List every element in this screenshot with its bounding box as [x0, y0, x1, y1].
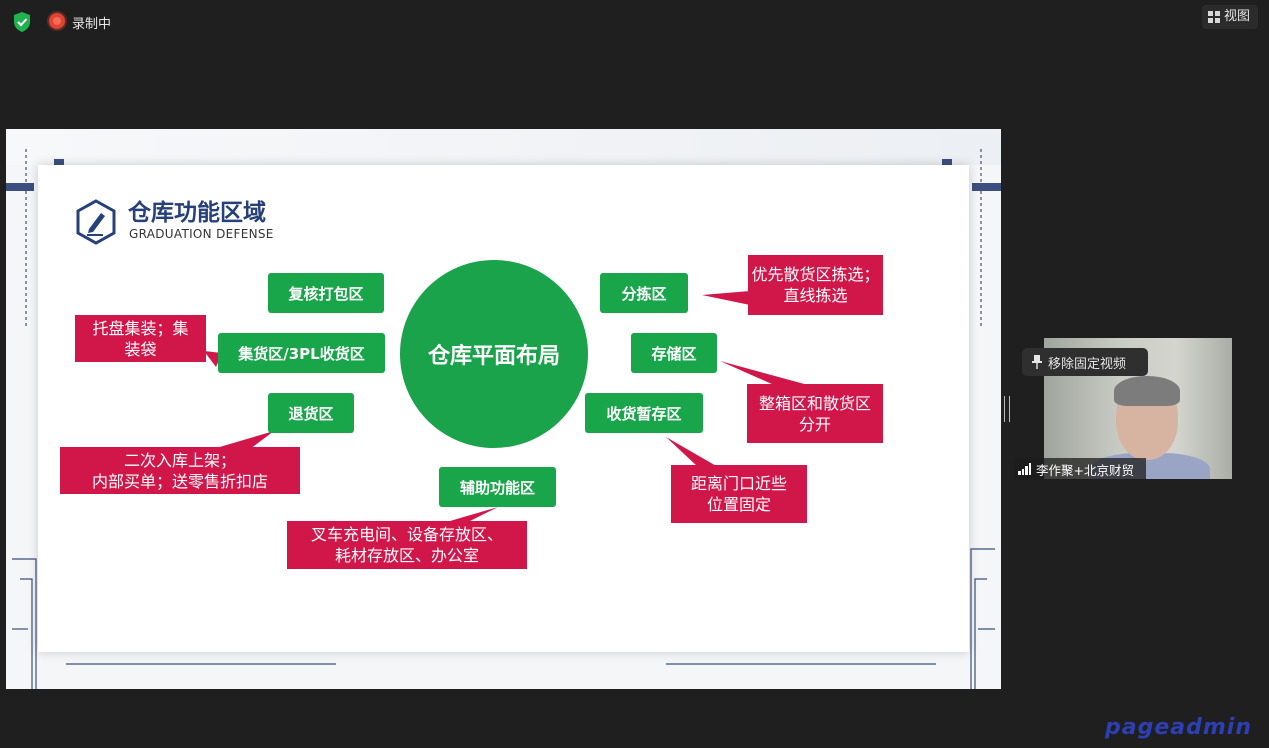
- zone-returns: 退货区: [268, 393, 354, 433]
- recording-status[interactable]: 录制中: [72, 17, 112, 32]
- participant-name: 李作聚+北京财贸: [1036, 462, 1134, 478]
- circuit-decoration: [6, 149, 1001, 689]
- participant-name-bar: 李作聚+北京财贸: [1014, 458, 1146, 480]
- note-line: 耗材存放区、办公室: [334, 546, 479, 565]
- shield-check-icon[interactable]: [12, 11, 32, 33]
- warehouse-layout-hub: 仓库平面布局: [400, 260, 588, 448]
- zone-consolidation: 集货区/3PL收货区: [218, 333, 385, 373]
- zone-review-pack: 复核打包区: [268, 273, 384, 313]
- view-button[interactable]: 视图: [1202, 5, 1258, 29]
- presentation-slide: 仓库功能区域 GRADUATION DEFENSE 仓库平面布局 复核打包区 集…: [38, 165, 969, 652]
- note-line: 位置固定: [706, 495, 771, 514]
- note-line: 整箱区和散货区: [758, 393, 871, 413]
- pin-icon: [1032, 355, 1042, 369]
- note-line: 二次入库上架；: [123, 450, 236, 470]
- pointer-picking: [702, 291, 750, 305]
- slide-title: 仓库功能区域: [128, 200, 266, 226]
- participant-hair: [1114, 376, 1180, 406]
- note-staging: 距离门口近些 位置固定: [671, 465, 807, 523]
- shared-screen: 仓库功能区域 GRADUATION DEFENSE 仓库平面布局 复核打包区 集…: [6, 129, 1001, 689]
- pencil-hexagon-icon: [76, 199, 116, 245]
- view-button-label: 视图: [1224, 9, 1251, 24]
- note-line: 托盘集装；集: [92, 318, 189, 338]
- recording-icon[interactable]: [49, 13, 65, 29]
- signal-strength-icon: [1018, 463, 1032, 475]
- zone-picking: 分拣区: [600, 273, 688, 313]
- note-line: 叉车充电间、设备存放区、: [310, 525, 503, 544]
- watermark: pageadmin: [1105, 715, 1252, 740]
- pointer-consolidation: [204, 351, 222, 367]
- note-line: 分开: [798, 414, 831, 434]
- panel-resize-handle[interactable]: [1004, 396, 1010, 422]
- note-line: 装袋: [124, 339, 157, 359]
- zone-staging: 收货暂存区: [585, 393, 703, 433]
- note-consolidation: 托盘集装；集 装袋: [75, 315, 206, 362]
- grid-view-icon: [1208, 11, 1220, 23]
- unpin-video-button[interactable]: 移除固定视频: [1022, 348, 1148, 376]
- note-line: 优先散货区拣选；: [751, 265, 880, 284]
- note-line: 距离门口近些: [690, 474, 787, 493]
- unpin-video-label: 移除固定视频: [1048, 356, 1127, 372]
- note-returns: 二次入库上架； 内部买单；送零售折扣店: [60, 447, 300, 494]
- slide-background-decoration: [6, 129, 1001, 165]
- note-line: 直线拣选: [783, 286, 848, 305]
- pointer-storage: [720, 361, 808, 385]
- zone-auxiliary: 辅助功能区: [439, 467, 556, 507]
- top-bar: 录制中 视图: [0, 0, 1269, 44]
- note-storage: 整箱区和散货区 分开: [747, 384, 883, 443]
- pointer-auxiliary: [450, 507, 498, 521]
- zone-storage: 存储区: [631, 333, 717, 373]
- note-auxiliary: 叉车充电间、设备存放区、 耗材存放区、办公室: [287, 521, 527, 569]
- slide-subtitle: GRADUATION DEFENSE: [129, 227, 274, 241]
- note-line: 内部买单；送零售折扣店: [91, 471, 268, 491]
- pointer-staging: [666, 437, 718, 467]
- note-picking: 优先散货区拣选； 直线拣选: [748, 255, 883, 315]
